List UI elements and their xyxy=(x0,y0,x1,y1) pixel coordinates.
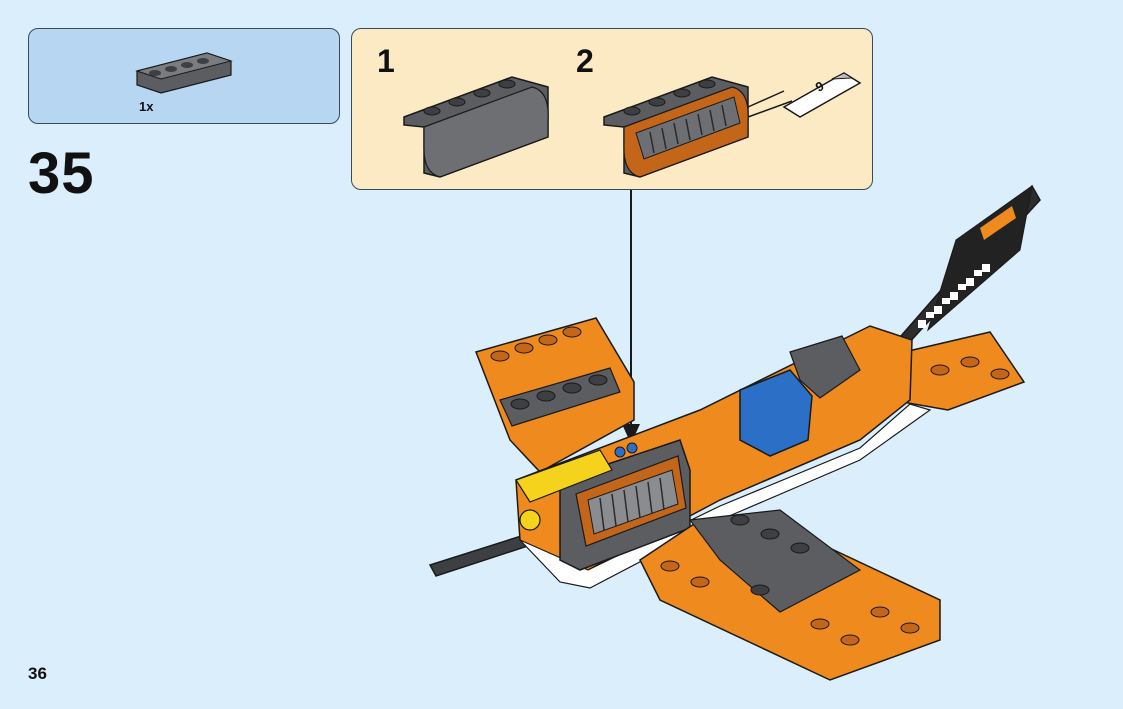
page-number: 36 xyxy=(28,664,47,684)
